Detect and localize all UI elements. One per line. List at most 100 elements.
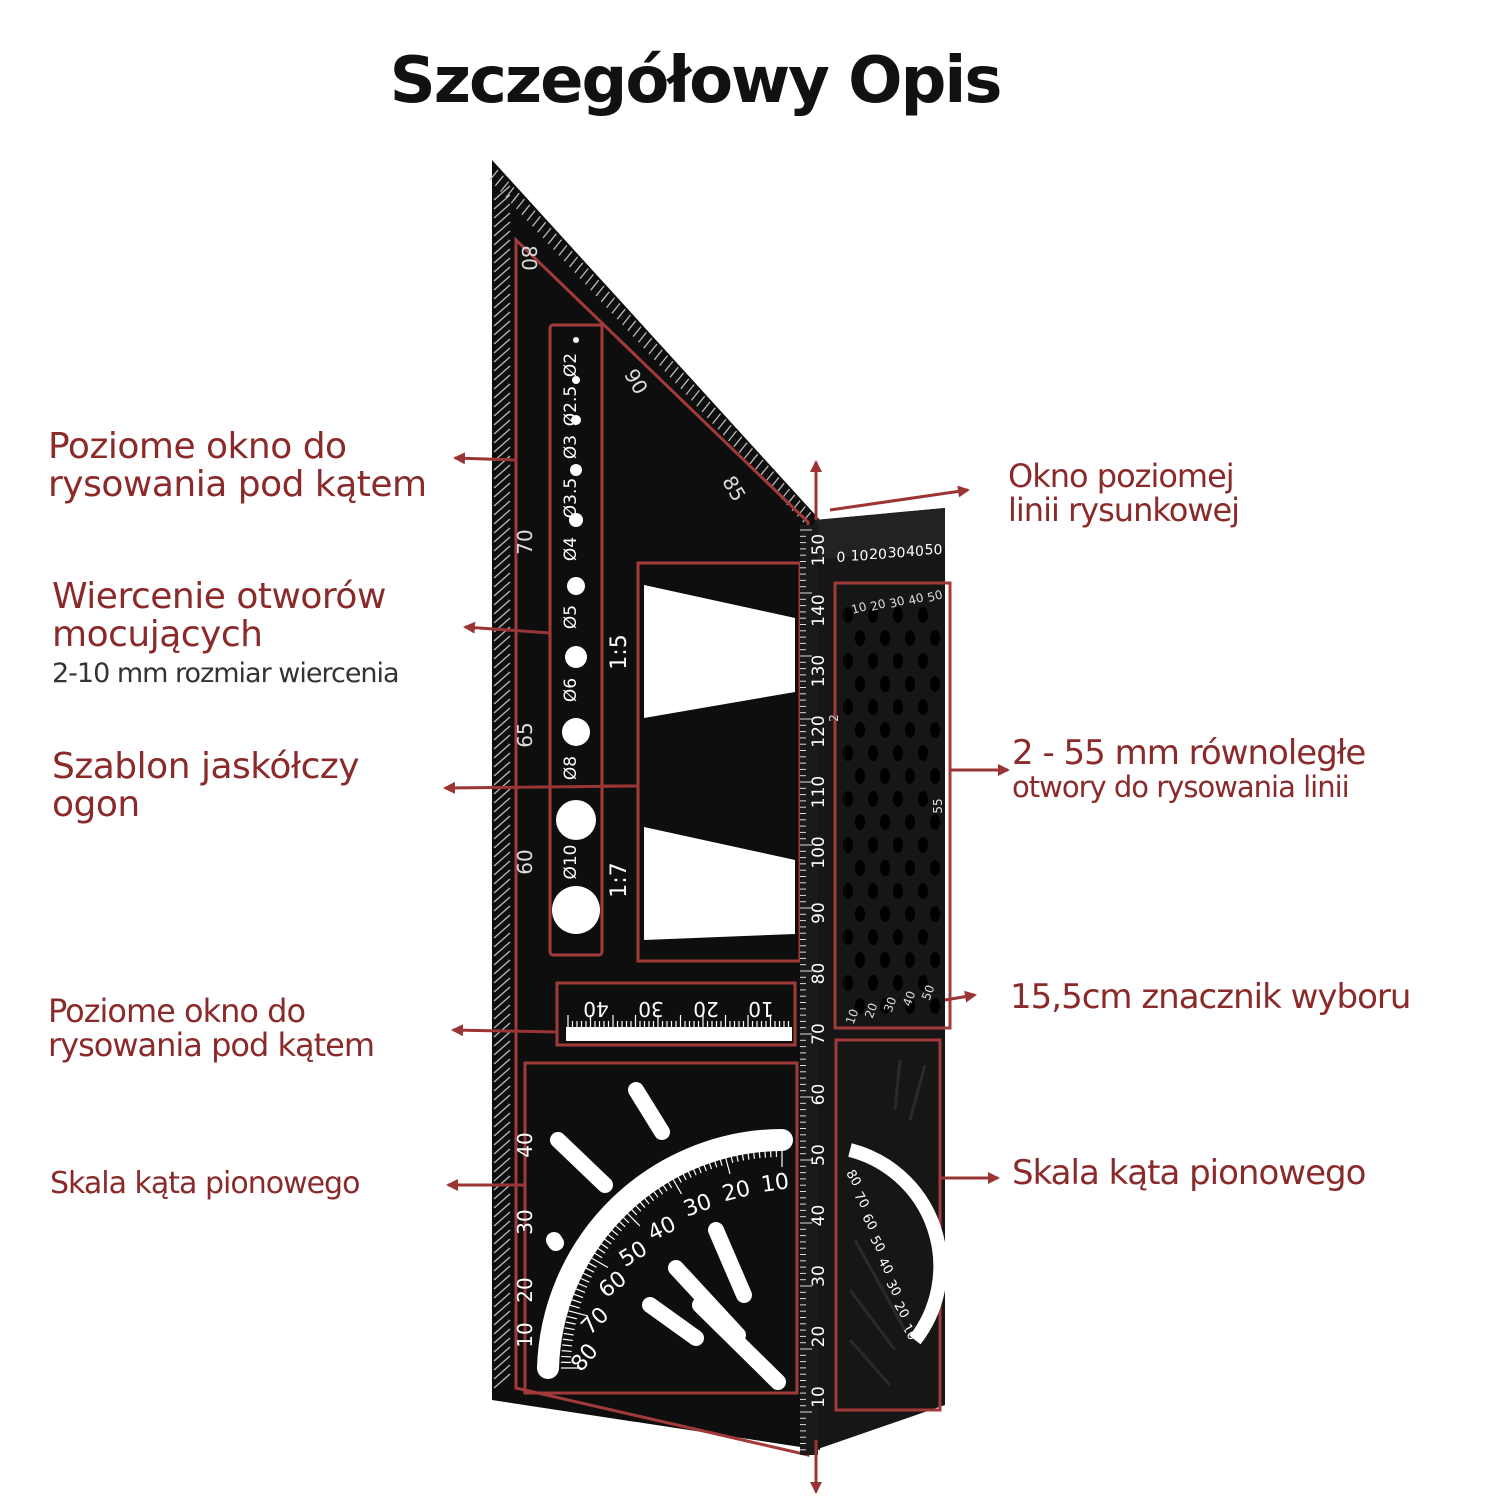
parallel-hole: [868, 883, 878, 899]
diagonal-tick: [627, 320, 637, 332]
left-edge-tick: [493, 1184, 511, 1200]
protractor-tick: [565, 1321, 576, 1325]
parallel-hole: [880, 814, 890, 830]
parallel-hole: [843, 883, 853, 899]
tool-main-body: [492, 160, 820, 1450]
left-edge-tick: [493, 1004, 511, 1020]
left-edge-tick: [493, 860, 511, 876]
label-vertical-scale-right: Skala kąta pionowego: [1012, 1153, 1366, 1193]
drill-hole-label: Ø2: [561, 353, 581, 377]
parallel-hole: [893, 929, 903, 945]
top-scale-label: 50: [925, 543, 943, 559]
diagonal-tick: [648, 343, 658, 355]
window-scale-label: 10: [748, 997, 773, 1021]
left-edge-tick: [493, 1211, 511, 1227]
parallel-hole: [930, 814, 940, 830]
protractor-tick: [735, 1151, 739, 1162]
protractor-tick: [651, 1188, 659, 1198]
parallel-hole: [880, 998, 890, 1014]
protractor-tick: [764, 1147, 767, 1158]
left-edge-tick: [493, 995, 511, 1011]
diagonal-tick: [664, 360, 674, 372]
ratio-label-bottom: 1:7: [607, 862, 632, 897]
diagonal-tick: [743, 447, 753, 459]
drill-hole: [562, 718, 590, 746]
left-edge-tick: [493, 473, 511, 489]
protractor-tick: [621, 1215, 630, 1224]
diagonal-tick: [802, 511, 812, 523]
diagonal-tick: [590, 279, 600, 291]
parallel-hole: [905, 630, 915, 646]
parallel-hole: [905, 998, 915, 1014]
parallel-hole: [880, 722, 890, 738]
parallel-hole: [843, 975, 853, 991]
parallel-hole: [918, 791, 928, 807]
parallel-hole: [855, 768, 865, 784]
parallel-hole: [855, 998, 865, 1014]
parallel-hole: [930, 676, 940, 692]
diagonal-tick: [643, 337, 653, 349]
window-scale-label: 40: [583, 997, 608, 1021]
protractor-tick: [707, 1159, 713, 1170]
parallel-hole: [893, 791, 903, 807]
diagonal-tick: [553, 239, 563, 251]
protractor-tick: [599, 1242, 609, 1249]
diagonal-tick: [595, 285, 605, 297]
left-edge-tick: [493, 1157, 511, 1173]
protractor-outer-label: 40: [513, 1132, 537, 1157]
label-drilling-sub: 2-10 mm rozmiar wiercenia: [52, 658, 400, 689]
left-edge-tick: [493, 554, 511, 570]
label-line: Poziome okno do: [48, 992, 306, 1030]
left-edge-tick: [493, 1274, 511, 1290]
grid-scale-bottom-label: 10: [843, 1007, 861, 1026]
protractor-tick: [562, 1344, 573, 1347]
diagonal-tick: [706, 407, 716, 419]
left-edge-tick: [493, 1148, 511, 1164]
parallel-hole: [893, 837, 903, 853]
protractor-tick: [587, 1262, 597, 1268]
parallel-hole: [880, 860, 890, 876]
left-edge-tick: [493, 680, 511, 696]
left-edge-tick: [493, 851, 511, 867]
left-callout-arrows: [443, 452, 639, 1191]
left-edge-tick: [493, 599, 511, 615]
protractor-outer-label: 20: [513, 1277, 537, 1302]
diagonal-tick: [489, 169, 499, 181]
left-edge-tick: [493, 1013, 511, 1029]
diagonal-tick: [717, 418, 727, 430]
left-edge-tick: [493, 977, 511, 993]
left-edge-tick: [493, 509, 511, 525]
side-protractor-arc: [848, 1143, 948, 1345]
protractor-tick: [575, 1288, 586, 1293]
parallel-hole: [930, 630, 940, 646]
diagonal-tick: [505, 186, 515, 198]
left-edge-tick: [493, 248, 511, 264]
parallel-hole: [918, 607, 928, 623]
angle-mark-label: 70: [513, 529, 537, 554]
left-edge-tick: [493, 356, 511, 372]
left-edge-tick: [493, 1130, 511, 1146]
parallel-hole: [893, 745, 903, 761]
grid-side-label: 55: [931, 798, 945, 813]
parallel-hole: [855, 722, 865, 738]
drill-hole-label: Ø5: [561, 605, 581, 629]
left-edge-tick: [493, 671, 511, 687]
diagonal-tick: [542, 227, 552, 239]
window-scale-label: 30: [638, 997, 663, 1021]
diagonal-tick: [722, 424, 732, 436]
ratio-label-top: 1:5: [607, 634, 632, 669]
parallel-hole: [905, 860, 915, 876]
left-edge-tick: [493, 563, 511, 579]
left-edge-tick: [493, 311, 511, 327]
left-edge-tick: [493, 1049, 511, 1065]
left-edge-tick: [493, 950, 511, 966]
side-protractor-label: 40: [874, 1255, 895, 1277]
parallel-hole: [868, 791, 878, 807]
diagonal-tick: [611, 302, 621, 314]
diagonal-tick: [563, 250, 573, 262]
grid-scale-bottom-label: 40: [900, 989, 918, 1008]
left-edge-tick: [493, 734, 511, 750]
